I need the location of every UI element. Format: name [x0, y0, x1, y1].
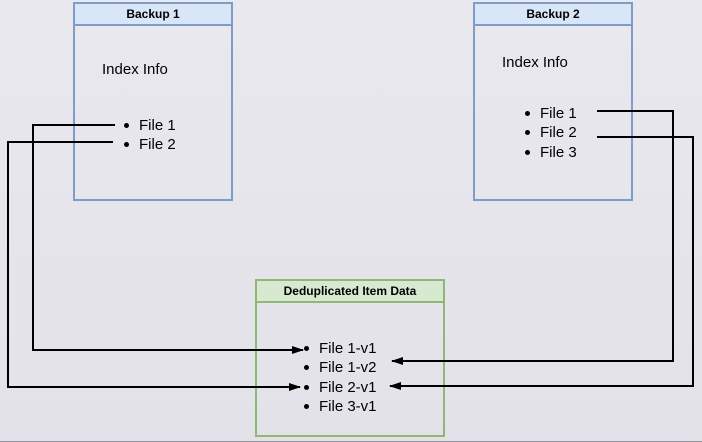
list-item: File 3 — [525, 143, 577, 162]
list-item: File 2 — [124, 135, 176, 154]
backup-1-index-info-label: Index Info — [102, 61, 168, 78]
file-label: File 1-v2 — [319, 359, 377, 377]
file-label: File 2 — [540, 124, 577, 142]
bullet-icon — [525, 130, 530, 136]
bullet-icon — [525, 111, 530, 117]
list-item: File 1-v1 — [304, 339, 377, 358]
bullet-icon — [525, 149, 530, 155]
list-item: File 1 — [124, 116, 176, 135]
bullet-icon — [304, 365, 309, 371]
file-label: File 1 — [540, 105, 577, 123]
bullet-icon — [304, 404, 309, 410]
bullet-icon — [124, 142, 129, 148]
bullet-icon — [304, 384, 309, 390]
file-label: File 1-v1 — [319, 340, 377, 358]
backup-2-index-info-label: Index Info — [502, 54, 568, 71]
file-label: File 1 — [139, 117, 176, 135]
backup-1-file-list: File 1 File 2 — [124, 116, 176, 155]
bullet-icon — [124, 123, 129, 129]
list-item: File 1 — [525, 104, 577, 123]
file-label: File 3 — [540, 143, 577, 161]
file-label: File 2 — [139, 136, 176, 154]
list-item: File 2-v1 — [304, 378, 377, 397]
list-item: File 3-v1 — [304, 397, 377, 416]
node-backup-2-title: Backup 2 — [475, 4, 631, 26]
bullet-icon — [304, 346, 309, 352]
backup-2-file-list: File 1 File 2 File 3 — [525, 104, 577, 162]
node-deduplicated-item-data[interactable]: Deduplicated Item Data File 1-v1 File 1-… — [255, 279, 445, 437]
list-item: File 1-v2 — [304, 358, 377, 377]
node-backup-2[interactable]: Backup 2 Index Info File 1 File 2 File 3 — [473, 2, 633, 201]
file-label: File 3-v1 — [319, 398, 377, 416]
node-backup-1[interactable]: Backup 1 Index Info File 1 File 2 — [73, 2, 233, 201]
dedup-file-list: File 1-v1 File 1-v2 File 2-v1 File 3-v1 — [304, 339, 377, 416]
node-backup-1-title: Backup 1 — [75, 4, 231, 26]
list-item: File 2 — [525, 123, 577, 142]
node-deduplicated-item-data-title: Deduplicated Item Data — [257, 281, 443, 303]
file-label: File 2-v1 — [319, 378, 377, 396]
